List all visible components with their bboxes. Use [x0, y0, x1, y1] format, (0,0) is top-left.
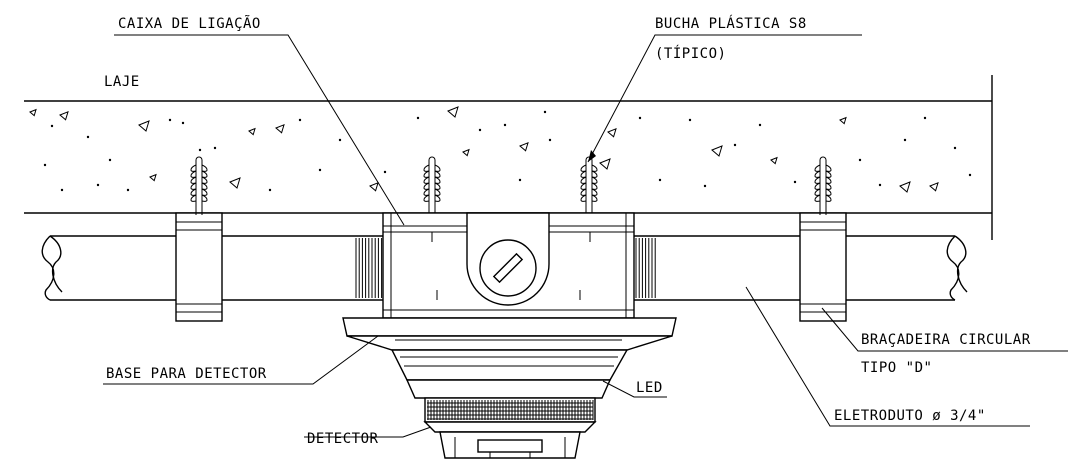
aggregate-dot	[638, 116, 642, 120]
aggregate-dot	[181, 121, 185, 125]
aggregate-mark	[599, 158, 611, 170]
label-bracadeira: BRAÇADEIRA CIRCULAR	[861, 332, 1031, 348]
aggregate-mark	[369, 181, 379, 192]
aggregate-mark	[447, 106, 459, 118]
conduit-right	[634, 235, 968, 301]
aggregate-mark	[138, 120, 150, 132]
label-led: LED	[636, 380, 663, 396]
aggregate-dot	[688, 118, 692, 122]
aggregate-mark	[839, 116, 847, 125]
aggregate-mark	[519, 141, 529, 152]
leader-lines	[103, 34, 1068, 438]
aggregate-dot	[126, 188, 130, 192]
aggregate-mark	[59, 110, 69, 121]
label-bucha: BUCHA PLÁSTICA S8	[655, 15, 807, 32]
label-bracadeira-type: TIPO "D"	[861, 360, 932, 376]
aggregate-dot	[213, 146, 217, 150]
aggregate-dot	[43, 163, 47, 167]
clamp-left	[175, 212, 223, 322]
aggregate-dot	[86, 135, 90, 139]
wall-anchor-icon	[423, 156, 441, 215]
aggregate-mark	[462, 148, 470, 157]
aggregate-dot	[298, 118, 302, 122]
aggregate-dot	[858, 158, 862, 162]
junction-box	[382, 212, 635, 319]
aggregate-dot	[416, 116, 420, 120]
detector-base	[342, 317, 677, 351]
label-base: BASE PARA DETECTOR	[106, 366, 267, 382]
aggregate-dot	[548, 138, 552, 142]
aggregate-dot	[198, 148, 202, 152]
aggregate-dot	[96, 183, 100, 187]
aggregate-dot	[168, 118, 172, 122]
aggregate-dot	[923, 116, 927, 120]
aggregate-dot	[758, 123, 762, 127]
aggregate-dot	[793, 180, 797, 184]
aggregate-dot	[60, 188, 64, 192]
detector-vent	[427, 400, 594, 420]
aggregate-dot	[658, 178, 662, 182]
aggregate-dot	[968, 173, 972, 177]
aggregate-mark	[275, 123, 285, 134]
aggregate-mark	[899, 181, 911, 193]
aggregate-dot	[268, 188, 272, 192]
aggregate-dot	[108, 158, 112, 162]
aggregate-dot	[318, 168, 322, 172]
aggregate-dot	[733, 143, 737, 147]
aggregate-dot	[953, 146, 957, 150]
label-detector: DETECTOR	[307, 431, 379, 447]
wall-anchor-icon	[814, 156, 832, 215]
concrete-texture	[29, 106, 972, 193]
clamp-right	[799, 212, 847, 322]
aggregate-mark	[229, 177, 241, 189]
wall-anchor-icon	[580, 156, 598, 215]
aggregate-dot	[478, 128, 482, 132]
aggregate-dot	[518, 178, 522, 182]
aggregate-dot	[543, 110, 547, 114]
aggregate-mark	[711, 145, 723, 157]
aggregate-dot	[703, 184, 707, 188]
wall-anchor-icon	[190, 156, 208, 215]
aggregate-dot	[50, 124, 54, 128]
aggregate-mark	[770, 156, 778, 165]
aggregate-mark	[29, 108, 37, 117]
aggregate-mark	[248, 127, 256, 136]
aggregate-dot	[383, 170, 387, 174]
aggregate-dot	[503, 123, 507, 127]
label-caixa: CAIXA DE LIGAÇÃO	[118, 15, 261, 32]
aggregate-dot	[903, 138, 907, 142]
anchors	[190, 156, 832, 215]
detector	[390, 349, 629, 459]
label-eletroduto: ELETRODUTO ø 3/4"	[834, 408, 986, 424]
aggregate-dot	[338, 138, 342, 142]
aggregate-dot	[878, 183, 882, 187]
label-laje: LAJE	[104, 74, 140, 90]
label-bucha-typ: (TÍPICO)	[655, 45, 726, 62]
thread-left	[355, 238, 383, 298]
thread-right	[635, 238, 656, 298]
aggregate-mark	[929, 181, 939, 192]
labels: CAIXA DE LIGAÇÃO BUCHA PLÁSTICA S8 (TÍPI…	[104, 15, 1031, 447]
aggregate-mark	[149, 173, 157, 182]
aggregate-mark	[607, 127, 617, 138]
